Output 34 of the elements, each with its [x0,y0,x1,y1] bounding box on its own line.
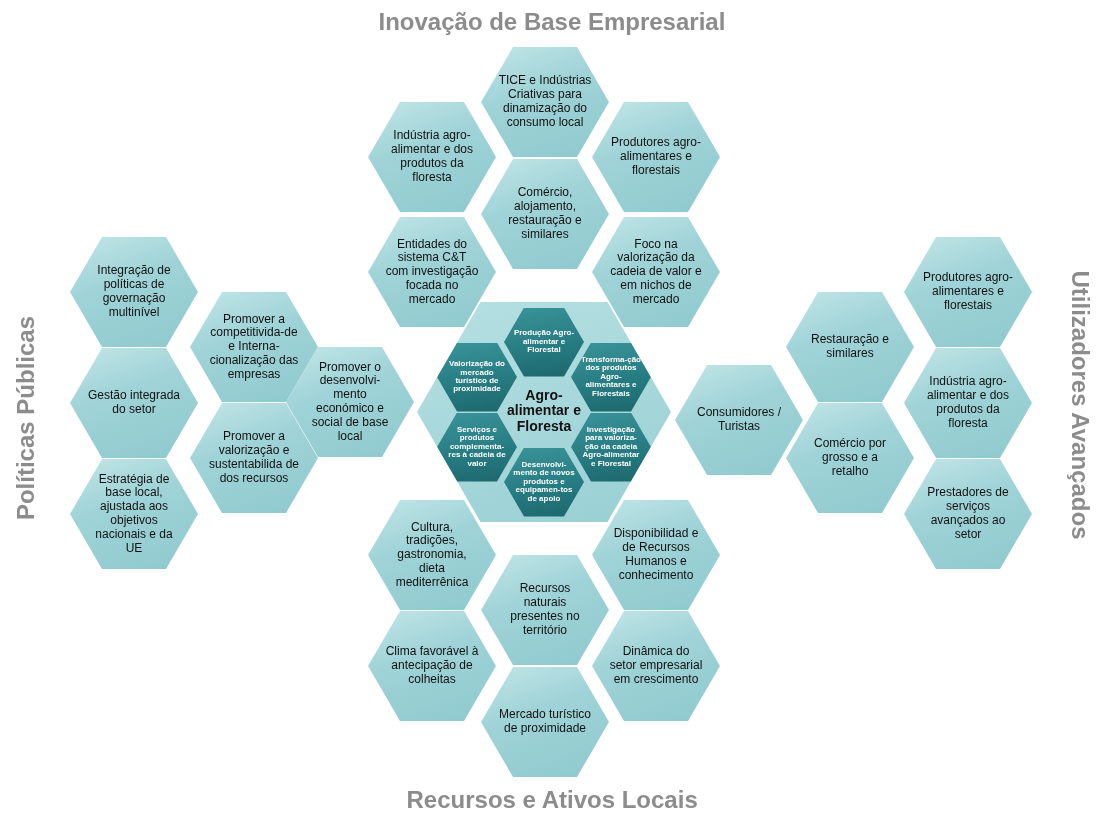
hexagon-label: Investigação para valoriza-ção da cadeia Agro-alimentar e Florestal [581,426,641,468]
hexagon-label: TICE e Indústrias Criativas para dinamização do consumo local [498,74,592,130]
hexagon-label: Produção Agro-alimentar e Florestal [513,329,575,355]
hexagon-label: Comércio por grosso e a retalho [813,437,887,479]
hexagon-label: Comércio, alojamento, restauração e similares [507,186,583,242]
hexagon-label: Foco na valorização da cadeia de valor e em nichos de mercado [609,237,703,307]
hexagon-label: Mercado turístico de proximidade [498,708,592,736]
hexagon-label: Entidades do sistema C&T com investigação focada no mercado [385,237,479,307]
section-heading: Utilizadores Avançados [1066,270,1094,540]
hexagon-label: Gestão integrada do setor [87,389,181,417]
hexagon-label: Produtores agro-alimentares e florestais [921,271,1014,313]
hexagon-label: Disponibilidad e de Recursos Humanos e conhecimento [612,527,700,583]
hexagon-label: Desenvolvi-mento de novos produtos e equipamen-tos de apoio [513,461,575,503]
hexagon-label: Valorização do mercado turístico de proximidade [448,360,506,394]
hexagon-label: Indústria agro-alimentar e dos produtos da floresta [925,375,1010,431]
hexagon-label: Promover a valorização e sustentabilida de dos recursos [207,430,301,486]
section-heading: Políticas Públicas [12,315,41,521]
section-heading: Inovação de Base Empresarial [378,8,726,36]
hexagon-label: Integração de políticas de governação multinível [96,264,172,320]
hexagon-label: Prestadores de serviços avançados ao setor [926,486,1010,542]
hexagon-label: Promover o desenvolvi-mento económico e social de base local [310,360,390,444]
hexagon-label: Consumidores / Turistas [695,406,782,434]
hexagon-label: Transforma-ção dos produtos Agro-alimentares e Florestais [580,356,642,398]
hexagon-label: Promover a competitivida-de e Interna-cionalização das empresas [208,312,300,382]
hexagon-label: Serviços e produtos complementa-res à cadeia de valor [447,426,507,468]
hexagon-label: Estratégia de base local, ajustada aos objetivos nacionais e da UE [94,472,174,556]
section-heading: Recursos e Ativos Locais [406,786,698,814]
hexagon-label: Indústria agro-alimentar e dos produtos da floresta [389,129,474,185]
hexagon-label: Recursos naturais presentes no território [509,582,581,638]
hexagon-label: Dinâmica do setor empresarial em crescimento [609,645,703,687]
hexagon-label: Clima favorável à antecipação de colheitas [385,645,479,687]
hexagon-label: Restauração e similares [809,333,890,361]
hexagon-label: Cultura, tradições, gastronomia, dieta mediterrênica [394,520,470,590]
hexagon-label: Produtores agro-alimentares e florestais [609,136,702,178]
